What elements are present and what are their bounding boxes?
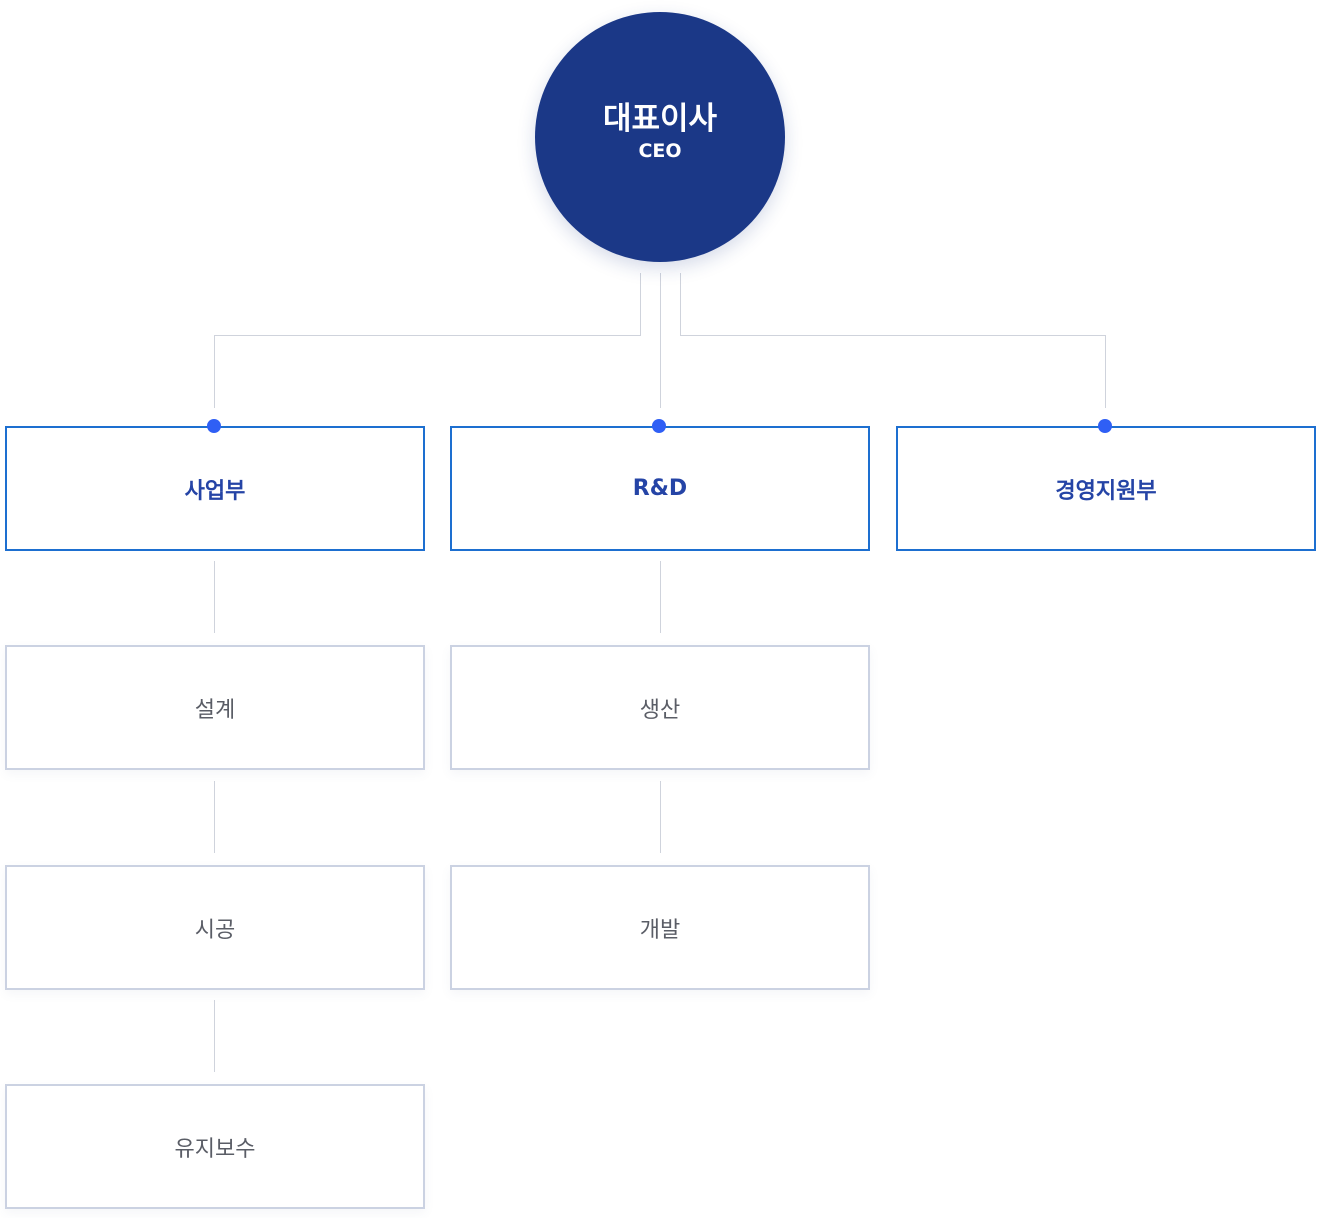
connector-to-department-2 bbox=[660, 273, 661, 408]
ceo-node: 대표이사 CEO bbox=[535, 12, 785, 262]
department-box: 사업부 bbox=[5, 426, 425, 551]
team-label: 유지보수 bbox=[174, 1136, 256, 1162]
connector-department-2-team-1 bbox=[660, 561, 661, 633]
department-box: 경영지원부 bbox=[896, 426, 1316, 551]
connector-team-2-team-3 bbox=[214, 1000, 215, 1072]
connector-dot bbox=[207, 419, 221, 433]
department-label: 사업부 bbox=[184, 478, 246, 504]
connector-dot bbox=[1098, 419, 1112, 433]
team-box: 유지보수 bbox=[5, 1084, 425, 1209]
department-label: R&D bbox=[632, 476, 688, 501]
connector-ceo-left-horizontal bbox=[214, 335, 641, 336]
department-box: R&D bbox=[450, 426, 870, 551]
connector-team-1-team-2 bbox=[214, 781, 215, 853]
team-label: 설계 bbox=[194, 697, 236, 723]
team-box: 개발 bbox=[450, 865, 870, 990]
team-label: 시공 bbox=[194, 917, 236, 943]
ceo-subtitle: CEO bbox=[638, 140, 682, 162]
connector-ceo-left-drop bbox=[640, 273, 641, 336]
connector-team-1-team-2-rnd bbox=[660, 781, 661, 853]
connector-dot bbox=[652, 419, 666, 433]
ceo-title: 대표이사 bbox=[602, 101, 718, 137]
connector-to-department-3 bbox=[1105, 335, 1106, 408]
team-label: 개발 bbox=[639, 917, 681, 943]
team-box: 생산 bbox=[450, 645, 870, 770]
connector-ceo-right-drop bbox=[680, 273, 681, 336]
team-label: 생산 bbox=[639, 697, 681, 723]
connector-to-department-1 bbox=[214, 335, 215, 408]
team-box: 시공 bbox=[5, 865, 425, 990]
department-label: 경영지원부 bbox=[1055, 478, 1157, 504]
team-box: 설계 bbox=[5, 645, 425, 770]
connector-department-1-team-1 bbox=[214, 561, 215, 633]
connector-ceo-right-horizontal bbox=[680, 335, 1106, 336]
